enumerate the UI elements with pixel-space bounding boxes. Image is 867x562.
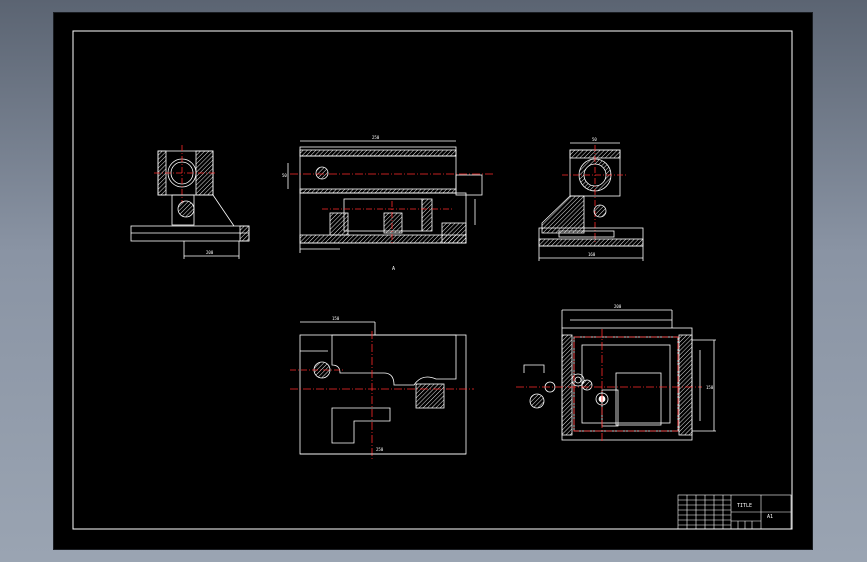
front-view[interactable]: 250 50 xyxy=(282,135,494,272)
plan-view-left[interactable]: 150 250 xyxy=(290,316,474,459)
bolt-circle xyxy=(574,376,582,384)
hatched-section xyxy=(678,334,693,436)
drawing-frame xyxy=(72,30,793,530)
hatched-section xyxy=(538,238,644,247)
title-block-part-name: TITLE xyxy=(737,503,752,509)
hatched-section xyxy=(383,212,403,234)
end-cap xyxy=(455,174,483,196)
slot-opening xyxy=(343,198,423,232)
drawing-canvas: 200 250 50 xyxy=(72,30,793,530)
dimension-label: 50 xyxy=(592,137,597,142)
plan-cavity xyxy=(523,364,545,373)
hatched-section xyxy=(421,198,433,232)
dimension-label: 150 xyxy=(332,316,340,321)
title-block-drawing-no: A1 xyxy=(767,514,773,520)
hatched-section xyxy=(299,149,457,157)
side-view-left[interactable]: 200 xyxy=(130,145,250,259)
title-block[interactable]: TITLE A1 xyxy=(677,494,792,530)
dimension-label: 160 xyxy=(588,252,596,257)
side-view-right[interactable]: 50 160 xyxy=(538,137,644,261)
slot-opening xyxy=(615,372,662,426)
drawing-sheet: 200 250 50 xyxy=(54,13,812,549)
dimension-label: 150 xyxy=(706,385,714,390)
bolt-circle xyxy=(571,373,585,387)
dimension-label: 50 xyxy=(282,173,287,178)
bolt-circle xyxy=(177,200,195,218)
hatched-section xyxy=(415,383,445,409)
dimension-label: 250 xyxy=(372,135,380,140)
outline-edge xyxy=(212,194,235,227)
hatched-section xyxy=(299,188,457,194)
section-marker: A xyxy=(392,266,395,272)
support-web xyxy=(541,195,585,234)
plan-view-right[interactable]: 200 xyxy=(516,304,716,441)
inner-frame xyxy=(573,336,679,432)
bolt-circle xyxy=(529,393,545,409)
end-cap-bore xyxy=(315,166,329,180)
plan-cavity xyxy=(331,334,457,386)
base-plate xyxy=(130,225,250,242)
plan-cavity xyxy=(331,407,391,444)
hatched-section xyxy=(299,234,467,244)
hatched-section xyxy=(329,212,349,236)
hatched-section xyxy=(561,334,573,436)
title-block-grid xyxy=(678,495,761,529)
dimension-label: 200 xyxy=(206,250,214,255)
bolt-circle xyxy=(593,204,607,218)
dimension-label: 250 xyxy=(376,447,384,452)
bolt-circle xyxy=(581,379,593,391)
dimension-label: 200 xyxy=(614,304,622,309)
inner-frame xyxy=(581,344,671,424)
slot-opening xyxy=(601,389,619,427)
hatched-section xyxy=(239,225,250,242)
slot-opening xyxy=(558,230,615,238)
